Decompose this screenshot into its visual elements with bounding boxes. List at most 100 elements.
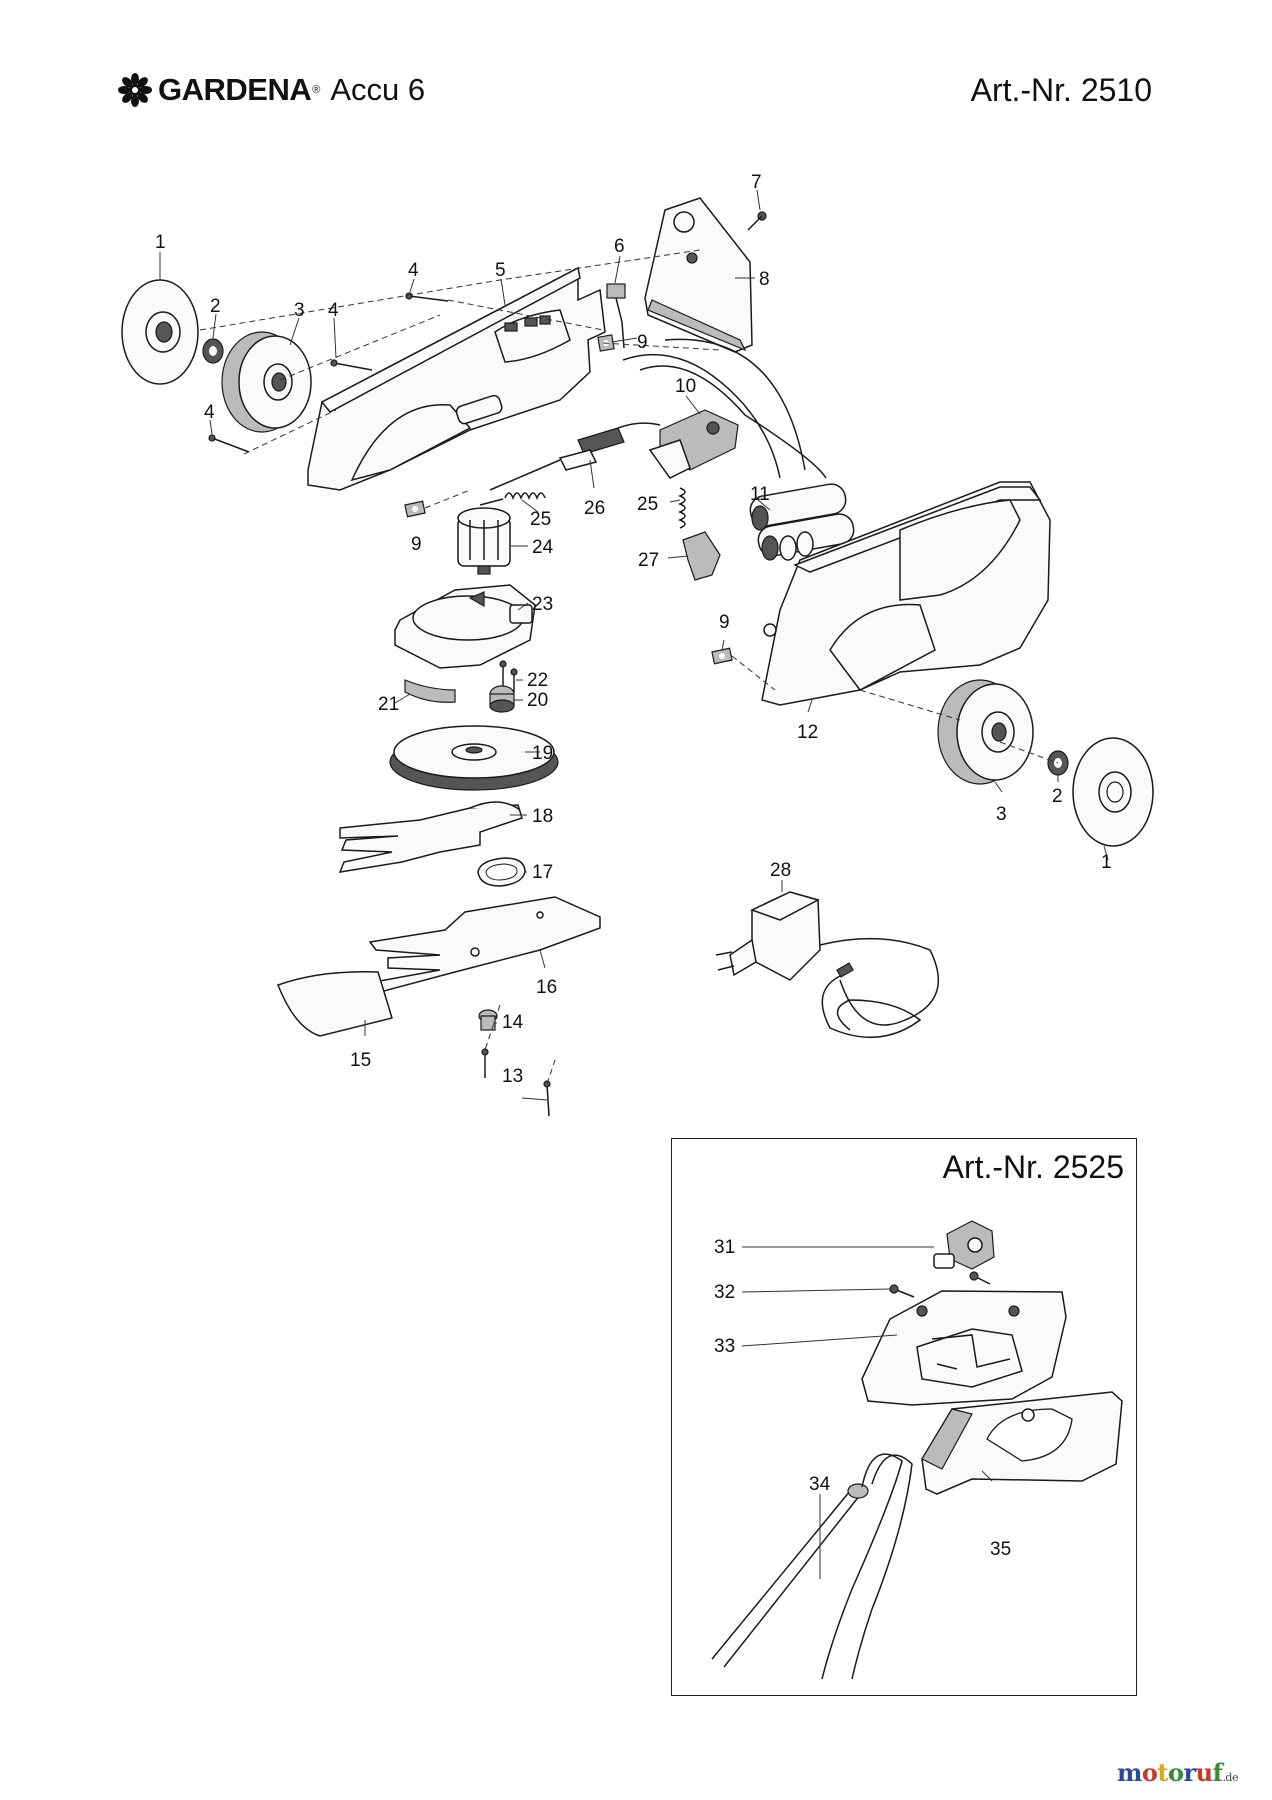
part-20-pinion: [489, 685, 515, 713]
callout-20: 20: [527, 690, 548, 711]
callout-4: 4: [328, 300, 339, 321]
watermark-letter: o: [1167, 1758, 1184, 1787]
callout-13: 13: [502, 1066, 523, 1087]
part-18-upper-blade: [338, 801, 523, 873]
callout-22: 22: [527, 670, 548, 691]
watermark-letter: r: [1183, 1758, 1197, 1787]
part-34-telescopic-handle: [711, 1453, 913, 1680]
part-14-bolt: [478, 1009, 498, 1031]
callout-26: 26: [584, 498, 605, 519]
callout-25: 25: [637, 494, 658, 515]
callout-34: 34: [809, 1474, 831, 1495]
part-17-link: [477, 857, 526, 887]
callout-4: 4: [408, 260, 419, 281]
callout-2: 2: [210, 296, 221, 317]
part-9-nut-b: [404, 500, 426, 518]
part-11-battery-pack: [749, 483, 855, 561]
part-7-screw: [747, 211, 767, 231]
callout-15: 15: [350, 1050, 371, 1071]
callout-9: 9: [719, 612, 730, 633]
callout-31: 31: [714, 1237, 735, 1258]
callout-16: 16: [536, 977, 557, 998]
callout-21: 21: [378, 694, 399, 715]
part-1-wheel-cap-left: [121, 279, 199, 385]
part-12-housing-right: [761, 481, 1051, 706]
part-26-slider: [489, 422, 661, 491]
part-5-housing-left: [307, 266, 606, 491]
part-13-screw-b: [543, 1080, 551, 1117]
part-16-lower-blade: [368, 896, 601, 998]
part-28-charger: [715, 891, 939, 1039]
part-1-wheel-cap-right: [1072, 737, 1154, 847]
watermark-letter: u: [1195, 1758, 1213, 1787]
callout-14: 14: [502, 1012, 524, 1033]
part-27-lever: [682, 531, 721, 581]
part-9-nut-c: [711, 647, 733, 665]
callout-3: 3: [996, 804, 1007, 825]
part-32-screw-b: [969, 1271, 991, 1285]
callout-32: 32: [714, 1282, 735, 1303]
article-number: Art.-Nr. 2510: [970, 72, 1152, 108]
part-22-screw-b: [499, 660, 507, 688]
registered-mark: ®: [312, 84, 321, 96]
part-4-screw-b: [330, 359, 373, 371]
part-19-gear-wheel: [389, 725, 559, 791]
watermark-letter: m: [1116, 1758, 1142, 1787]
gardena-logo: GARDENA® Accu 6: [118, 72, 425, 108]
callout-6: 6: [614, 236, 625, 257]
callout-5: 5: [495, 260, 506, 281]
callout-9: 9: [411, 534, 422, 555]
part-33-handle-housing: [861, 1290, 1067, 1406]
callout-11: 11: [750, 484, 770, 505]
watermark-letter: f: [1212, 1758, 1223, 1787]
part-10-switch: [648, 409, 739, 479]
callout-28: 28: [770, 860, 791, 881]
part-2-nut-left: [202, 338, 224, 364]
callout-9: 9: [637, 332, 648, 353]
callout-18: 18: [532, 806, 553, 827]
callout-25: 25: [530, 509, 551, 530]
part-3-wheel-right: [937, 679, 1034, 785]
callout-24: 24: [532, 537, 554, 558]
callout-3: 3: [294, 300, 305, 321]
motoruf-watermark: motoruf.de: [1116, 1758, 1239, 1787]
callout-10: 10: [675, 376, 696, 397]
part-32-screw-a: [889, 1284, 915, 1298]
callout-7: 7: [751, 172, 762, 193]
gardena-flower-logo-icon: [118, 73, 152, 107]
callout-17: 17: [532, 862, 553, 883]
part-8-cover-plate: [644, 197, 753, 353]
inset-diagram: 31 32 33 34 35: [711, 1220, 1123, 1680]
part-31-switch: [933, 1220, 995, 1270]
part-25-spring-b: [677, 487, 686, 529]
watermark-letter: t: [1157, 1758, 1168, 1787]
header: GARDENA® Accu 6 Art.-Nr. 2510: [0, 70, 1272, 120]
callout-12: 12: [797, 722, 818, 743]
part-3-wheel-left: [221, 331, 312, 433]
callout-2: 2: [1052, 786, 1063, 807]
part-6-terminal: [606, 283, 626, 349]
callout-1: 1: [1101, 852, 1112, 873]
part-23-gearbox: [394, 584, 536, 669]
watermark-letter: o: [1141, 1758, 1158, 1787]
callout-19: 19: [532, 743, 553, 764]
callout-4: 4: [204, 402, 215, 423]
watermark-tld: .de: [1222, 1771, 1238, 1784]
part-24-motor: [457, 507, 511, 575]
part-22-screw: [510, 668, 518, 692]
callout-35: 35: [990, 1539, 1011, 1560]
inset-article-number: Art.-Nr. 2525: [942, 1149, 1124, 1185]
part-4-screw-c: [208, 434, 250, 453]
callout-33: 33: [714, 1336, 735, 1357]
part-13-screw-a: [481, 1048, 489, 1078]
part-21-clip: [404, 679, 456, 703]
part-25-spring-a: [479, 492, 546, 506]
callout-27: 27: [638, 550, 659, 571]
brand-name: GARDENA: [158, 72, 312, 107]
callout-8: 8: [759, 269, 770, 290]
callout-23: 23: [532, 594, 553, 615]
callout-1: 1: [155, 232, 166, 253]
inset-accessory-box: Art.-Nr. 2525: [671, 1138, 1137, 1696]
part-35-grip-shell: [921, 1391, 1123, 1495]
